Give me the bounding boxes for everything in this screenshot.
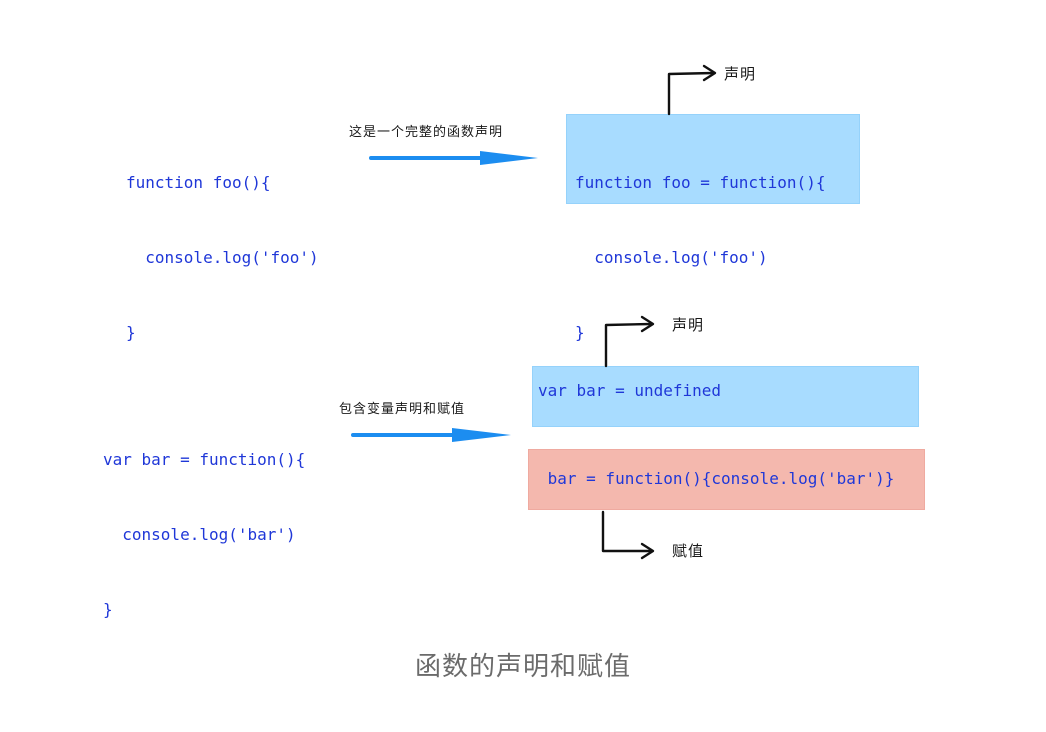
- top-blue-arrow: [369, 151, 538, 165]
- declaration-box-code: var bar = undefined: [538, 381, 722, 400]
- assignment-connector: [601, 510, 655, 560]
- bottom-blue-arrow: [351, 428, 511, 442]
- assignment-label: 赋值: [672, 542, 705, 560]
- code-line: function foo(){: [126, 173, 271, 192]
- top-function-box: [566, 114, 860, 204]
- top-declaration-connector: [667, 64, 717, 116]
- top-box-code: function foo = function(){ console.log('…: [575, 120, 825, 370]
- assignment-box: [528, 449, 925, 510]
- code-line: console.log('foo'): [575, 248, 768, 267]
- top-arrow-note: 这是一个完整的函数声明: [349, 125, 504, 140]
- code-line: }: [126, 323, 136, 342]
- code-line: console.log('bar'): [103, 525, 296, 544]
- declaration-box: [532, 366, 919, 427]
- assignment-box-code: bar = function(){console.log('bar')}: [538, 469, 895, 488]
- top-left-code: function foo(){ console.log('foo') }: [126, 120, 319, 370]
- code-line: }: [103, 600, 113, 619]
- code-line: }: [575, 323, 585, 342]
- bottom-declaration-label: 声明: [672, 316, 705, 334]
- bottom-declaration-connector: [604, 315, 655, 368]
- bottom-left-code: var bar = function(){ console.log('bar')…: [103, 397, 305, 647]
- bottom-arrow-note: 包含变量声明和赋值: [339, 402, 466, 417]
- code-line: function foo = function(){: [575, 173, 826, 192]
- code-line: console.log('foo'): [126, 248, 319, 267]
- code-line: var bar = function(){: [103, 450, 306, 469]
- figure-caption: 函数的声明和赋值: [414, 652, 631, 682]
- top-declaration-label: 声明: [724, 65, 757, 83]
